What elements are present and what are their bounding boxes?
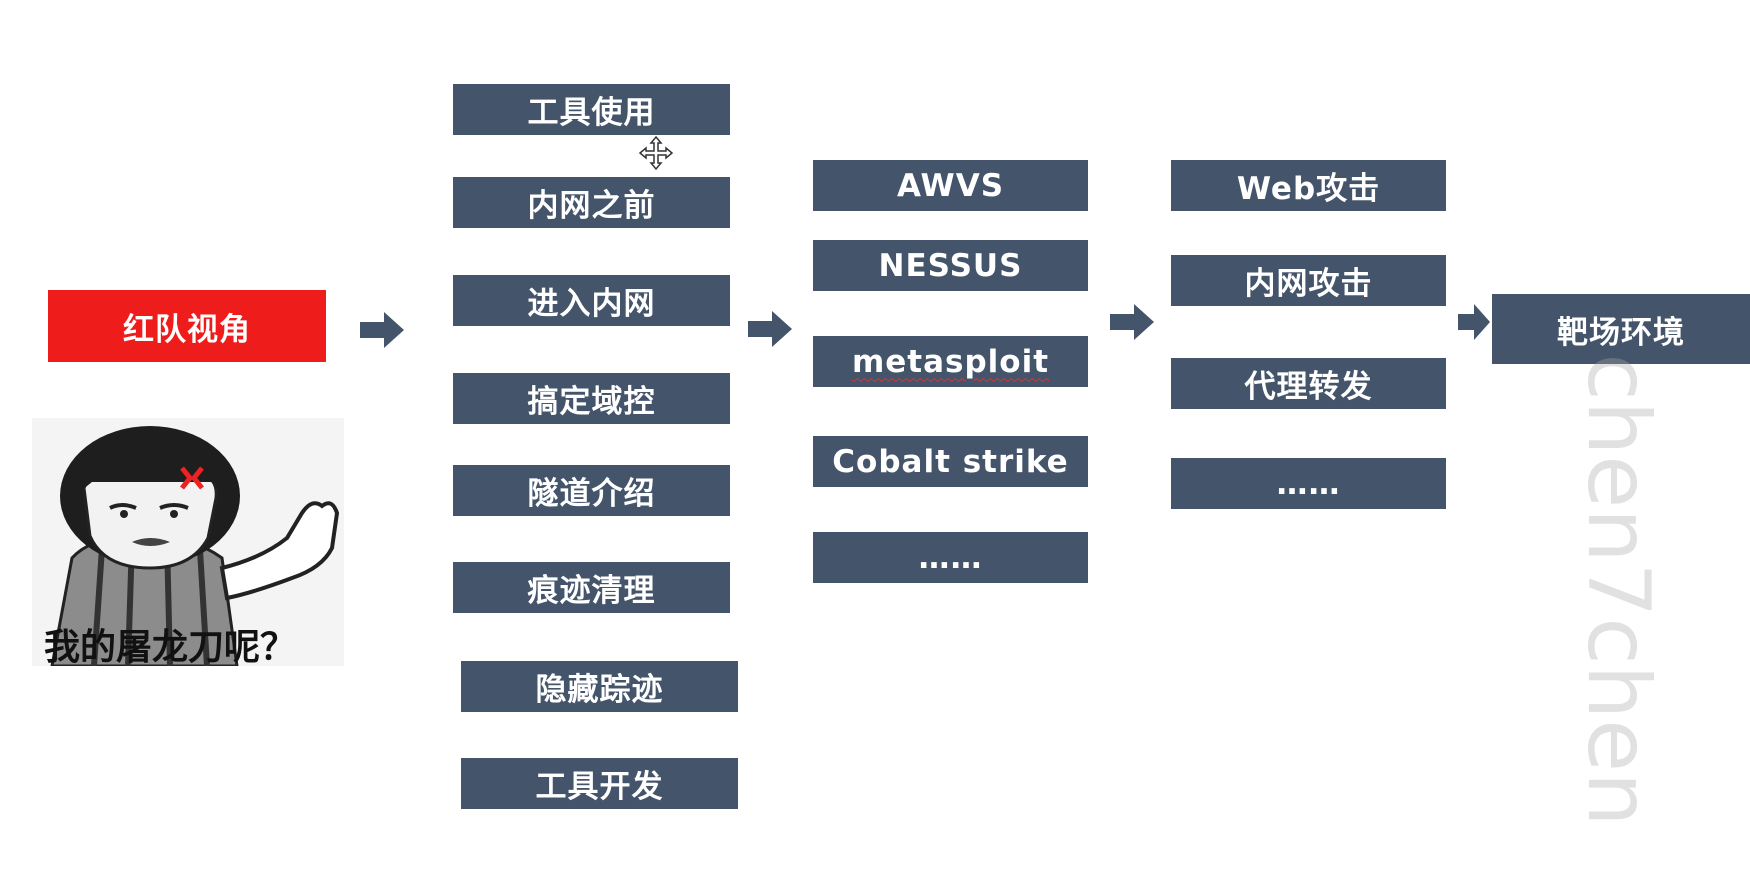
column3-item-label: 代理转发 (1244, 369, 1373, 405)
column3-item-label: …… (1276, 465, 1341, 502)
final-label: 靶场环境 (1557, 314, 1685, 351)
arrow-right-icon (360, 310, 406, 350)
arrow-right-icon (1110, 302, 1156, 342)
column1-item-label: 隧道介绍 (527, 476, 656, 512)
column3-item-label: 内网攻击 (1244, 266, 1373, 302)
column1-item-label: 搞定域控 (527, 384, 656, 420)
column3-item: …… (1171, 458, 1446, 509)
move-cursor-icon (638, 135, 674, 175)
column2-item-label: Cobalt strike (832, 443, 1069, 480)
column1-item: 工具开发 (461, 758, 738, 809)
column1-item: 搞定域控 (453, 373, 730, 424)
column2-item-label: metasploit (851, 343, 1050, 380)
column1-item-label: 内网之前 (527, 188, 656, 224)
column1-item-label: 工具开发 (535, 769, 664, 805)
column2-item: …… (813, 532, 1088, 583)
arrow-right-icon (1458, 302, 1492, 342)
column1-item: 内网之前 (453, 177, 730, 228)
watermark: chen7chen (1548, 330, 1688, 850)
column2-item-label: AWVS (896, 167, 1005, 204)
column1-item: 隧道介绍 (453, 465, 730, 516)
column1-item: 进入内网 (453, 275, 730, 326)
column2-item: metasploit (813, 336, 1088, 387)
column1-item: 隐藏踪迹 (461, 661, 738, 712)
column2-item: Cobalt strike (813, 436, 1088, 487)
column3-item-label: Web攻击 (1236, 171, 1381, 207)
root-label: 红队视角 (123, 311, 251, 348)
column3-item: 代理转发 (1171, 358, 1446, 409)
column1-item: 痕迹清理 (453, 562, 730, 613)
column1-item-label: 痕迹清理 (527, 573, 656, 609)
meme-image: 我的屠龙刀呢？ (32, 418, 344, 666)
column3-item: 内网攻击 (1171, 255, 1446, 306)
meme-caption: 我的屠龙刀呢？ (44, 627, 297, 666)
column3-item: Web攻击 (1171, 160, 1446, 211)
arrow-right-icon (748, 309, 794, 349)
root-red-team-box: 红队视角 (48, 290, 326, 362)
final-range-box: 靶场环境 (1492, 294, 1750, 364)
watermark-text: chen7chen (1568, 353, 1668, 827)
column1-item-label: 工具使用 (527, 95, 656, 131)
column1-item: 工具使用 (453, 84, 730, 135)
meme-character-icon (50, 426, 340, 666)
column2-item-label: NESSUS (878, 247, 1023, 284)
column2-item: AWVS (813, 160, 1088, 211)
column2-item-label: …… (918, 539, 983, 576)
column2-item: NESSUS (813, 240, 1088, 291)
column1-item-label: 隐藏踪迹 (535, 672, 664, 708)
column1-item-label: 进入内网 (527, 286, 656, 322)
